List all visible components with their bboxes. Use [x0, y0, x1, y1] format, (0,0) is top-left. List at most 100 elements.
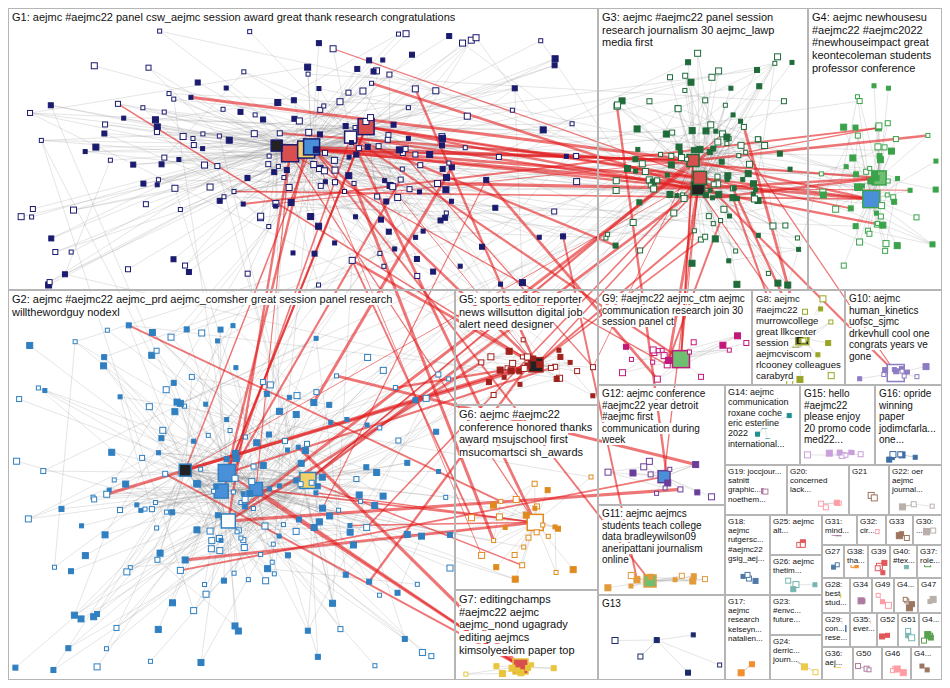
network-edge: [657, 640, 688, 673]
network-vertex: [385, 137, 390, 142]
network-vertex: [313, 147, 319, 153]
network-vertex: [251, 464, 256, 469]
network-vertex: [126, 323, 131, 328]
network-edge: [664, 477, 711, 497]
network-vertex: [447, 161, 451, 165]
network-vertex: [241, 492, 245, 496]
network-vertex: [497, 367, 503, 373]
network-edge: [65, 160, 110, 274]
network-vertex: [284, 168, 289, 173]
network-vertex: [251, 131, 257, 137]
network-vertex: [216, 536, 222, 542]
network-vertex: [518, 382, 522, 386]
network-vertex: [323, 180, 327, 184]
network-vertex: [379, 217, 384, 222]
network-vertex: [435, 181, 441, 187]
network-vertex: [367, 579, 372, 584]
network-vertex: [343, 572, 348, 577]
network-edge: [476, 38, 543, 130]
network-vertex: [272, 170, 277, 175]
network-vertex: [374, 469, 380, 475]
network-vertex: [264, 391, 269, 396]
network-vertex: [681, 195, 687, 201]
network-vertex: [479, 360, 484, 365]
network-vertex: [354, 215, 358, 219]
network-vertex: [878, 214, 883, 219]
network-edge: [308, 74, 784, 101]
network-vertex: [343, 123, 348, 128]
network-vertex: [30, 206, 35, 211]
network-vertex: [762, 143, 768, 149]
inter-group-edge: [308, 480, 522, 565]
network-vertex: [557, 348, 561, 352]
network-vertex: [633, 157, 638, 162]
network-vertex: [232, 189, 236, 193]
network-vertex: [353, 125, 357, 129]
network-vertex: [206, 433, 210, 437]
network-vertex: [355, 66, 360, 71]
network-vertex: [194, 480, 200, 486]
network-vertex: [558, 354, 563, 359]
network-vertex: [314, 336, 318, 340]
network-vertex: [642, 169, 648, 175]
network-vertex: [716, 68, 722, 74]
network-vertex: [293, 411, 299, 417]
network-vertex: [158, 29, 162, 33]
network-vertex: [311, 400, 317, 406]
network-edge: [536, 365, 593, 367]
network-vertex: [552, 63, 557, 68]
network-vertex: [66, 646, 71, 651]
edge-group: [15, 31, 936, 674]
network-vertex: [281, 523, 285, 527]
network-edge: [38, 388, 221, 540]
network-vertex: [548, 365, 553, 370]
network-vertex: [143, 507, 147, 511]
network-vertex: [102, 532, 108, 538]
network-vertex: [885, 193, 889, 197]
network-edge: [324, 89, 416, 106]
network-vertex: [146, 65, 151, 70]
network-vertex: [715, 139, 721, 145]
network-vertex: [91, 614, 97, 620]
network-vertex: [741, 177, 745, 181]
network-vertex: [261, 117, 266, 122]
network-vertex: [241, 202, 245, 206]
network-vertex: [744, 150, 748, 154]
network-edge: [878, 126, 879, 178]
network-vertex: [122, 116, 126, 120]
network-vertex: [532, 481, 537, 486]
network-edge: [698, 188, 797, 238]
network-edge: [723, 134, 871, 181]
network-vertex: [109, 449, 115, 455]
network-vertex: [345, 417, 349, 421]
network-vertex: [143, 202, 148, 207]
network-vertex: [685, 157, 689, 161]
network-vertex: [630, 219, 636, 225]
network-vertex: [638, 248, 643, 253]
network-vertex: [202, 162, 208, 168]
network-vertex: [606, 232, 610, 236]
network-edge: [853, 158, 879, 178]
network-vertex: [69, 250, 73, 254]
network-vertex: [496, 154, 501, 159]
network-vertex: [537, 361, 543, 367]
network-vertex: [575, 369, 580, 374]
network-vertex: [178, 208, 182, 212]
network-vertex: [285, 553, 290, 558]
network-vertex: [570, 122, 574, 126]
network-vertex: [683, 73, 688, 78]
network-vertex: [876, 221, 880, 225]
network-vertex: [276, 164, 280, 168]
network-vertex: [853, 224, 858, 229]
network-vertex: [160, 427, 166, 433]
network-vertex: [429, 654, 434, 659]
network-vertex: [926, 133, 930, 137]
network-vertex: [352, 181, 356, 185]
network-vertex: [321, 168, 327, 174]
network-edge: [173, 491, 222, 603]
network-vertex: [308, 214, 314, 220]
network-vertex: [291, 98, 296, 103]
network-vertex: [18, 214, 24, 220]
network-vertex: [47, 280, 52, 285]
